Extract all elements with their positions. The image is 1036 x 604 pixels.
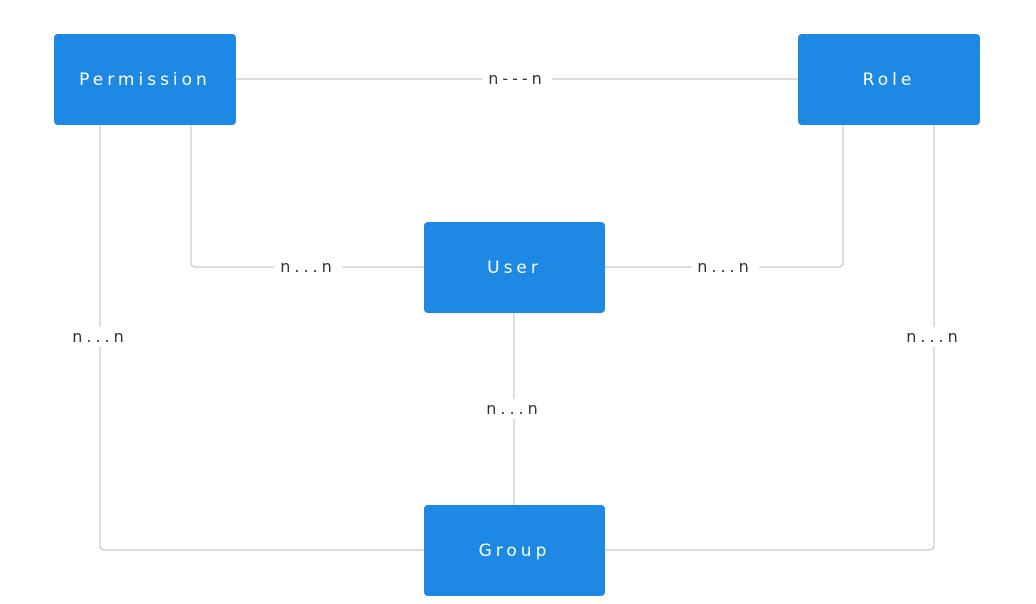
node-group-label: Group — [478, 540, 551, 561]
edge-permission-group — [99, 125, 424, 551]
node-user[interactable]: User — [424, 222, 605, 313]
edge-role-group — [605, 125, 935, 551]
edge-label-permission-group: n...n — [66, 327, 134, 347]
edge-label-user-role: n...n — [691, 257, 759, 277]
edge-label-user-group: n...n — [480, 399, 548, 419]
node-user-label: User — [487, 257, 542, 278]
edge-permission-user — [190, 125, 424, 268]
edge-label-role-group: n...n — [900, 327, 968, 347]
node-permission[interactable]: Permission — [54, 34, 236, 125]
node-role-label: Role — [862, 69, 916, 90]
edge-label-permission-user: n...n — [274, 257, 342, 277]
node-permission-label: Permission — [79, 69, 211, 90]
node-role[interactable]: Role — [798, 34, 980, 125]
edge-label-permission-role: n---n — [482, 69, 552, 89]
edge-user-role — [605, 125, 844, 268]
node-group[interactable]: Group — [424, 505, 605, 596]
